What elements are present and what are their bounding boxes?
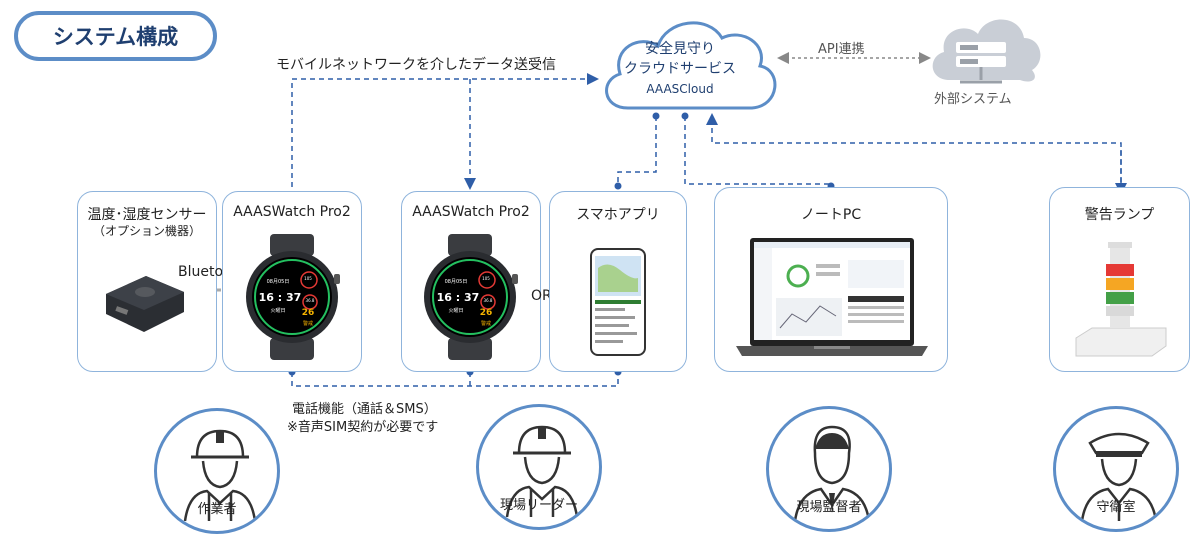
guard-icon xyxy=(1080,432,1158,522)
watch1-num: 26 xyxy=(301,308,315,318)
watch1-temp: 36.8 xyxy=(305,298,315,303)
warning-lamp-title: 警告ランプ xyxy=(1084,207,1155,223)
watch2-hr: 105 xyxy=(482,276,490,281)
cloud-line2: クラウドサービス xyxy=(624,61,736,77)
phone-function-line xyxy=(291,372,619,387)
sensor-title: 温度･湿度センサー xyxy=(87,207,207,223)
site-leader-label: 現場リーダー xyxy=(499,498,578,513)
watch2-num: 26 xyxy=(479,308,493,318)
watch1-date: 08月05日 xyxy=(266,279,290,285)
site-supervisor-label: 現場監督者 xyxy=(796,500,862,515)
cloud-smartphone-line xyxy=(617,116,657,187)
sensor-device-icon xyxy=(106,276,184,332)
watch2-temp: 36.8 xyxy=(483,298,493,303)
worker-person: 作業者 xyxy=(154,408,280,534)
watch1-warn: 警戒 xyxy=(302,321,313,327)
site-leader-person: 現場リーダー xyxy=(476,404,602,530)
page-title: システム構成 xyxy=(14,11,217,61)
guard-room-person: 守衛室 xyxy=(1053,406,1179,532)
watch2-icon xyxy=(424,234,518,360)
laptop-icon xyxy=(736,238,928,356)
watch2-warn: 警戒 xyxy=(480,321,491,327)
warning-lamp-icon xyxy=(1075,242,1167,357)
api-label: API連携 xyxy=(818,42,865,57)
cloud-shape xyxy=(605,21,777,110)
site-supervisor-icon xyxy=(793,425,871,522)
lamp-cloud-line xyxy=(706,113,1122,192)
laptop-title: ノートPC xyxy=(800,207,862,223)
site-leader-icon xyxy=(505,425,579,518)
cloud-laptop-line xyxy=(684,116,832,190)
watch1-time: 16 : 37 xyxy=(258,291,302,304)
sensor-subtitle: （オプション機器） xyxy=(92,224,201,238)
watch2-date: 08月05日 xyxy=(444,279,468,285)
watch2-day: 火曜日 xyxy=(448,308,464,314)
watch1-icon xyxy=(246,234,340,360)
watch1-title: AAASWatch Pro2 xyxy=(233,204,351,220)
watch1-day: 火曜日 xyxy=(270,308,286,314)
network-line xyxy=(291,73,599,187)
cloud-line1: 安全見守り xyxy=(645,41,715,57)
worker-icon xyxy=(183,429,257,522)
watch1-hr: 105 xyxy=(304,276,312,281)
cloud-line3: AAASCloud xyxy=(646,82,714,96)
external-system-label: 外部システム xyxy=(934,92,1012,107)
smartphone-icon xyxy=(590,248,646,356)
sim-note-label: ※音声SIM契約が必要です xyxy=(287,420,439,435)
site-supervisor-person: 現場監督者 xyxy=(766,406,892,532)
watch2-title: AAASWatch Pro2 xyxy=(412,204,530,220)
phone-function-label: 電話機能（通話＆SMS） xyxy=(292,402,437,417)
guard-room-label: 守衛室 xyxy=(1096,500,1136,515)
network-label: モバイルネットワークを介したデータ送受信 xyxy=(276,57,556,73)
worker-label: 作業者 xyxy=(197,502,237,517)
or-label: OR xyxy=(531,288,552,304)
watch2-time: 16 : 37 xyxy=(436,291,480,304)
external-system-icon xyxy=(932,19,1041,84)
smartphone-title: スマホアプリ xyxy=(576,207,660,223)
